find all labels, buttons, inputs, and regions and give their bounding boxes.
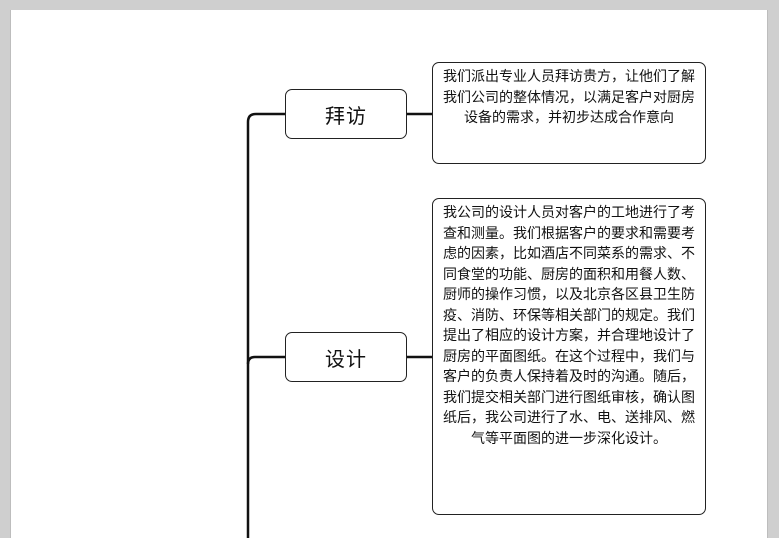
node-design-description-text: 我公司的设计人员对客户的工地进行了考查和测量。我们根据客户的要求和需要考虑的因素… — [443, 205, 695, 447]
node-design-label: 设计 — [325, 346, 367, 371]
node-visit-description-text: 我们派出专业人员拜访贵方，让他们了解我们公司的整体情况，以满足客户对厨房设备的需… — [443, 69, 695, 126]
connector-lines — [246, 112, 432, 538]
node-design-description: 我公司的设计人员对客户的工地进行了考查和测量。我们根据客户的要求和需要考虑的因素… — [432, 198, 706, 515]
node-design: 设计 — [285, 332, 407, 382]
diagram-canvas: 拜访 我们派出专业人员拜访贵方，让他们了解我们公司的整体情况，以满足客户对厨房设… — [10, 10, 768, 538]
node-visit-label: 拜访 — [325, 103, 367, 128]
branch-line-design — [246, 355, 285, 365]
trunk-line — [246, 112, 285, 538]
node-visit: 拜访 — [285, 89, 407, 139]
node-visit-description: 我们派出专业人员拜访贵方，让他们了解我们公司的整体情况，以满足客户对厨房设备的需… — [432, 62, 706, 164]
